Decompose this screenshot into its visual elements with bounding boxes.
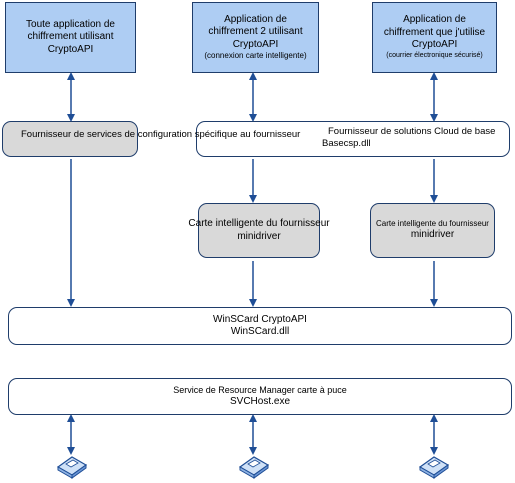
winscard-line2: WinSCard.dll	[230, 326, 290, 337]
app-box-1: Toute application de chiffrement utilisa…	[5, 2, 136, 73]
service-box: Service de Resource Manager carte à puce…	[8, 378, 512, 415]
minidriver-box-2: Carte intelligente du fournisseur minidr…	[370, 203, 495, 258]
base-csp-box	[196, 121, 510, 157]
minidriver-1-line2: minidriver	[237, 230, 281, 242]
app-box-2: Application de chiffrement 2 utilisant C…	[192, 2, 319, 73]
app-3-line3: CryptoAPI	[411, 39, 458, 51]
winscard-box: WinSCard CryptoAPI WinSCard.dll	[8, 307, 512, 345]
app-1-line3: CryptoAPI	[47, 43, 94, 55]
app-1-line1: Toute application de	[26, 18, 115, 30]
minidriver-1-line1: Carte intelligente du fournisseur	[188, 218, 330, 229]
app-3-note: (courrier électronique sécurisé)	[386, 51, 483, 59]
minidriver-2-line1: Carte intelligente du fournisseur	[376, 219, 489, 229]
app-1-line2: chiffrement utilisant	[27, 31, 114, 43]
winscard-line1: WinSCard CryptoAPI	[213, 313, 307, 325]
minidriver-box-1: Carte intelligente du fournisseur minidr…	[188, 203, 330, 258]
app-3-line2: chiffrement que j'utilise	[383, 26, 486, 38]
smart-card-reader-icon	[418, 456, 450, 479]
app-3-line1: Application de	[403, 14, 466, 26]
app-2-line1: Application de	[224, 13, 287, 25]
smart-card-reader-icon	[56, 456, 88, 479]
csp-provider-box	[2, 121, 138, 157]
app-2-line3: CryptoAPI	[232, 38, 279, 50]
minidriver-2-line2: minidriver	[410, 229, 455, 241]
service-line2: SVCHost.exe	[229, 395, 291, 407]
service-line1: Service de Resource Manager carte à puce	[173, 384, 347, 395]
base-csp-label-line1: Fournisseur de solutions Cloud de base	[328, 126, 496, 137]
smart-card-reader-icon	[238, 456, 270, 479]
app-2-note: (connexion carte intelligente)	[204, 51, 307, 61]
app-2-line2: chiffrement 2 utilisant	[208, 26, 303, 38]
csp-provider-label: Fournisseur de services de configuration…	[21, 129, 301, 140]
app-box-3: Application de chiffrement que j'utilise…	[372, 2, 497, 73]
base-csp-label-line2: Basecsp.dll	[322, 138, 371, 149]
